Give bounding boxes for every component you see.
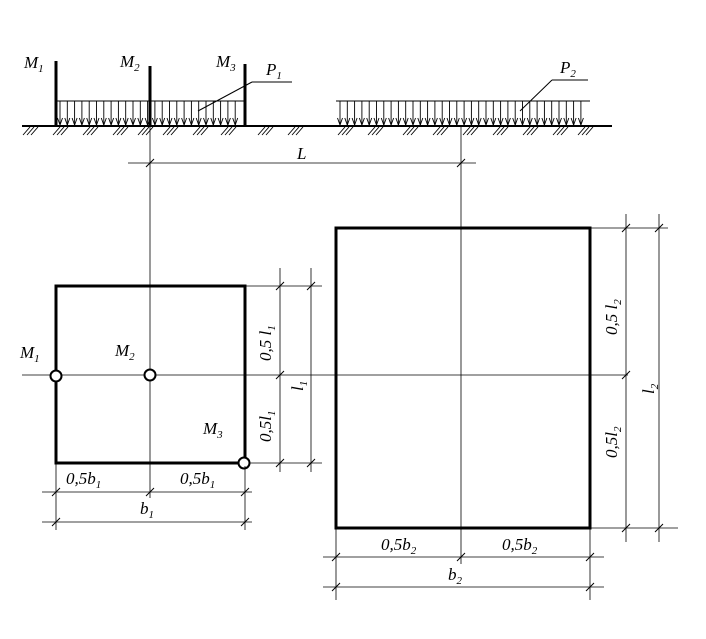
label-half-b2-left: 0,5b2 (381, 535, 417, 557)
column-point-m3 (237, 456, 251, 470)
label-m3-top: M3 (215, 52, 236, 74)
leader-p2 (519, 79, 553, 112)
distributed-load-p2 (336, 100, 590, 127)
label-p2: P2 (559, 58, 576, 80)
elevation-view: M1 M2 M3 P1 P2 L (22, 52, 612, 168)
label-half-b2-right: 0,5b2 (502, 535, 538, 557)
leader-p1 (197, 81, 253, 112)
label-b1: b1 (140, 499, 154, 521)
column-point-m2 (143, 368, 157, 382)
label-m2-top: M2 (119, 52, 140, 74)
label-half-b1-right: 0,5b1 (180, 469, 215, 491)
distributed-load-p1 (56, 100, 245, 127)
label-l: L (296, 144, 306, 163)
footing-2-outline (334, 226, 592, 530)
label-half-l2-bottom: 0,5l2 (602, 426, 624, 458)
label-half-b1-left: 0,5b1 (66, 469, 101, 491)
label-l1: l1 (288, 381, 310, 391)
label-p1: P1 (265, 60, 282, 82)
label-half-l2-top: 0,5 l2 (602, 299, 624, 335)
label-l2: l2 (639, 383, 661, 394)
label-b2: b2 (448, 565, 463, 587)
footing-2-plan: 0,5b2 0,5b2 b2 0,5 l2 0,5l2 l2 (323, 214, 678, 600)
label-m2-plan: M2 (114, 341, 135, 363)
label-half-l1-bottom: 0,5l1 (256, 411, 278, 442)
column-point-m1 (49, 369, 63, 383)
label-half-l1-top: 0,5 l1 (256, 325, 278, 361)
ground-hatching (22, 126, 594, 136)
label-m3-plan: M3 (202, 419, 223, 441)
label-m1-top: M1 (23, 53, 44, 75)
label-m1-plan: M1 (19, 343, 40, 365)
footing-1-plan: M1 M2 M3 0,5b1 0,5b1 b1 0,5 l1 0,5l1 l1 (19, 268, 322, 530)
